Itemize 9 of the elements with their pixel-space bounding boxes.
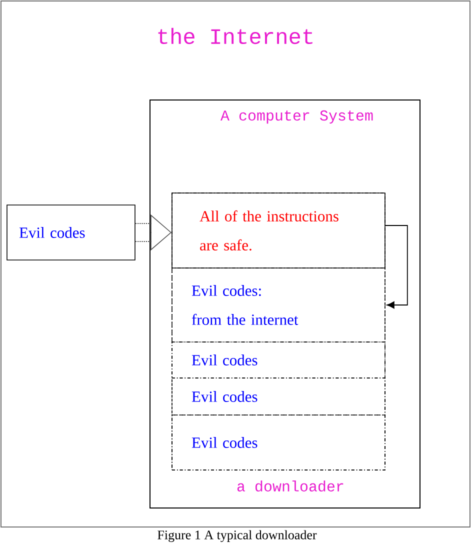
code-box: Evil codes: [6, 204, 136, 260]
arrow: [384, 225, 408, 309]
code-box: Evil codes: [172, 378, 386, 416]
caption: Figure 1 A typical downloader: [158, 530, 317, 542]
code-box: Evil codes: from the internet: [172, 268, 386, 342]
code-box: Evil codes: [172, 414, 386, 470]
node-label: a downloader: [237, 480, 344, 492]
code-box: All of the instructions are safe.: [172, 192, 386, 268]
code-box: Evil codes: [172, 342, 386, 378]
